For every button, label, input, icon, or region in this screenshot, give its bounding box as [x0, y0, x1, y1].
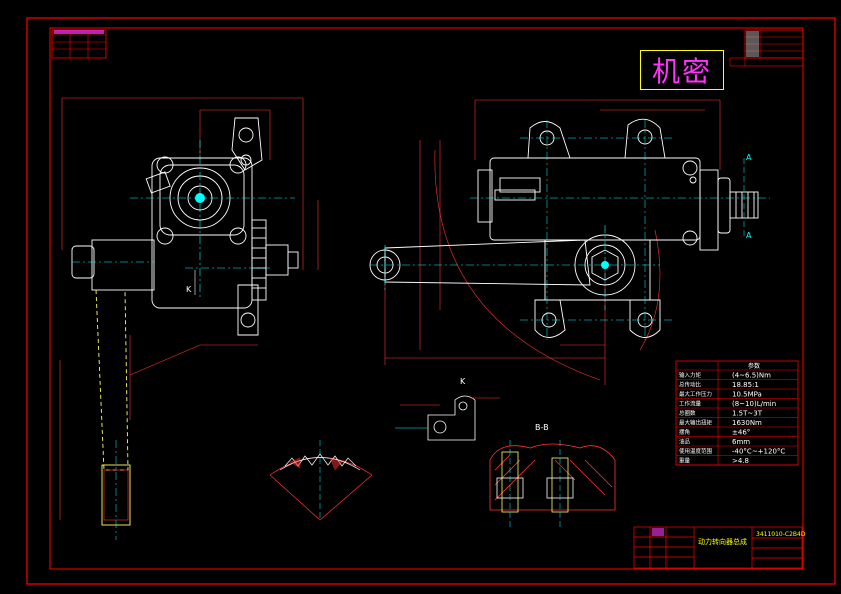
revision-table — [729, 29, 804, 67]
spec-row-value: 18.85:1 — [732, 381, 759, 389]
right-view — [369, 99, 770, 385]
title-block — [633, 526, 803, 569]
spec-rows: 输入力矩 (4~6.5)Nm 总传动比 18.85:1 最大工作压力 10.5MPa 工作流… — [676, 371, 798, 466]
top-left-stamp — [51, 29, 107, 59]
left-view — [59, 97, 319, 540]
spec-row-value: (8~10)L/min — [732, 400, 776, 408]
k-detail-view — [395, 395, 500, 441]
spec-row-name: 总圈数 — [679, 409, 696, 417]
section-bb-title: B-B — [535, 423, 549, 432]
spec-row-name: 最大工作压力 — [679, 390, 712, 398]
drawing-title: 动力转向器总成 — [698, 537, 747, 546]
inner-frame — [49, 27, 804, 570]
spec-row-value: -40°C~+120°C — [732, 448, 785, 456]
k-view-title: K — [460, 377, 466, 386]
spec-row-value: 1630Nm — [732, 419, 762, 427]
section-a-bottom-label: A — [746, 231, 752, 240]
spec-row-name: 输入力矩 — [679, 371, 702, 379]
spec-row-name: 摆角 — [679, 428, 690, 436]
spec-row-value: 6mm — [732, 438, 750, 446]
spec-row-name: 工作流量 — [679, 400, 702, 408]
spec-row-value: >4.8 — [732, 457, 749, 465]
section-a-top-label: A — [746, 153, 752, 162]
drawing-number: 3411010-C2B4D — [756, 531, 806, 538]
spec-row-value: (4~6.5)Nm — [732, 372, 771, 380]
spec-table-title: 参数 — [748, 362, 760, 370]
spec-row-name: 重量 — [679, 457, 691, 465]
spec-row-name: 最大输出扭矩 — [679, 419, 713, 427]
section-bb — [489, 440, 616, 530]
k-view-marker: K — [186, 285, 192, 294]
spec-row-value: 1.5T~3T — [732, 410, 763, 418]
spec-row-name: 总传动比 — [679, 381, 702, 389]
spec-row-value: 10.5MPa — [732, 391, 762, 399]
spec-row-value: ±46° — [732, 429, 750, 437]
gear-sector-detail — [269, 440, 373, 521]
spec-row-name: 使用温度范围 — [679, 447, 713, 455]
spec-row-name: 油品 — [679, 438, 691, 446]
secret-label: 机密 — [640, 50, 724, 90]
outer-frame — [26, 17, 836, 585]
